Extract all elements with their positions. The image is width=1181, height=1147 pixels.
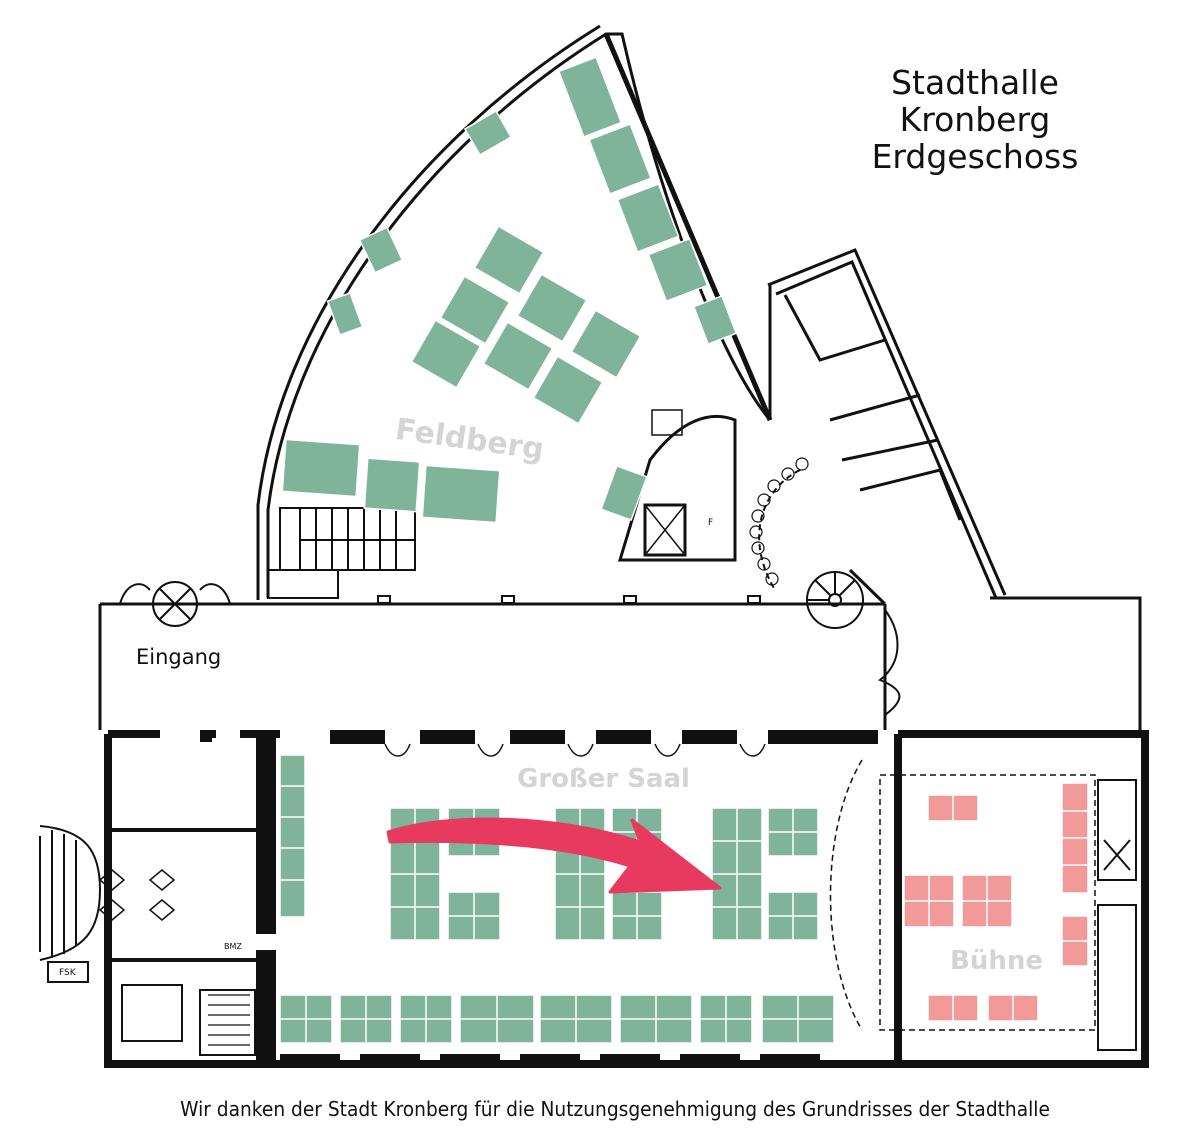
title-line-3: Erdgeschoss <box>871 137 1079 176</box>
marker-f: F <box>708 518 714 528</box>
title-line-2: Kronberg <box>899 100 1051 139</box>
core-structure <box>617 409 737 562</box>
tables-feldberg <box>281 56 738 524</box>
stage-area <box>879 774 1096 1031</box>
room-label-buehne: Bühne <box>950 946 1043 976</box>
stage-edge <box>829 759 863 1031</box>
saal-door-arcs <box>384 743 766 757</box>
ventilation-symbols <box>98 869 176 921</box>
plan-title: Stadthalle Kronberg Erdgeschoss <box>840 64 1110 175</box>
bar-counter-outline <box>758 469 801 591</box>
direction-arrow <box>386 817 722 894</box>
fsk-box <box>47 961 89 983</box>
saal-wall-blocks <box>200 730 878 1068</box>
annex-rooms <box>108 828 256 1056</box>
bar-stools <box>749 457 809 586</box>
service-wing-walls <box>767 248 1142 730</box>
foyer-door-swing <box>878 609 901 716</box>
title-line-1: Stadthalle <box>891 63 1059 102</box>
window-marks <box>377 595 761 604</box>
revolving-door <box>119 581 231 627</box>
tables-buehne <box>903 782 1089 1022</box>
credit-line: Wir danken der Stadt Kronberg für die Nu… <box>180 1097 1050 1121</box>
spiral-stair <box>806 571 864 629</box>
marker-bmz: BMZ <box>224 942 242 951</box>
tables-saal <box>279 754 835 1044</box>
exterior-stair-left <box>39 825 102 961</box>
feldberg-staircase <box>267 507 416 599</box>
room-label-eingang: Eingang <box>136 645 222 669</box>
room-label-grosser-saal: Großer Saal <box>517 764 690 794</box>
stage-side-structures <box>1097 779 1137 1051</box>
marker-fsk: FSK <box>59 968 76 978</box>
